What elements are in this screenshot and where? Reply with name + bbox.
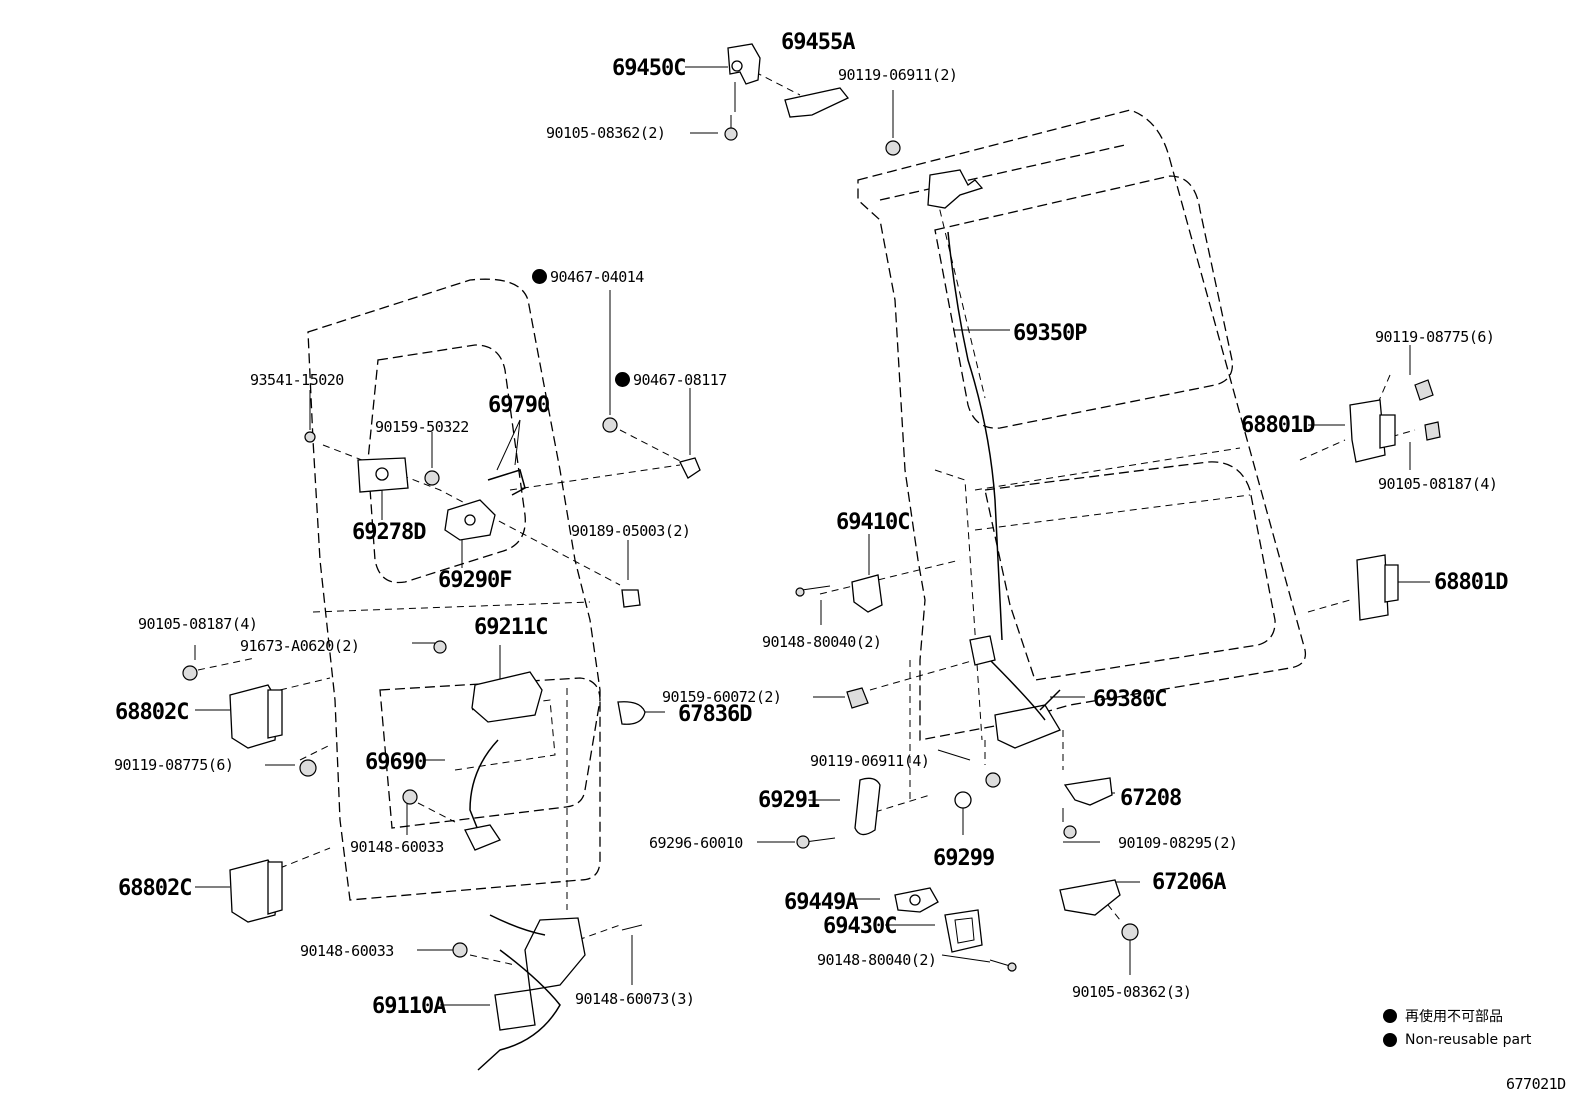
label-90105-08187-4-right: 90105-08187(4): [1378, 475, 1498, 493]
label-90105-08362-3: 90105-08362(3): [1072, 983, 1192, 1001]
label-90189-05003-2: 90189-05003(2): [571, 522, 691, 540]
legend-en-text: Non-reusable part: [1405, 1032, 1532, 1048]
label-90148-80040-2-lower: 90148-80040(2): [817, 951, 937, 969]
label-90109-08295-2: 90109-08295(2): [1118, 834, 1238, 852]
non-reusable-dot-icon: [1383, 1033, 1397, 1047]
non-reusable-dot-icon: [1383, 1009, 1397, 1023]
label-67836D: 67836D: [678, 702, 752, 727]
legend-en: Non-reusable part: [1383, 1032, 1531, 1048]
label-69790: 69790: [488, 393, 550, 418]
label-90119-06911-2: 90119-06911(2): [838, 66, 958, 84]
label-91673-A0620-2: 91673-A0620(2): [240, 637, 360, 655]
label-90119-08775-6-left: 90119-08775(6): [114, 756, 234, 774]
label-69211C: 69211C: [474, 615, 548, 640]
label-67206A: 67206A: [1152, 870, 1226, 895]
label-69110A: 69110A: [372, 994, 446, 1019]
label-93541-15020: 93541-15020: [250, 371, 344, 389]
label-90467-08117: 90467-08117: [615, 371, 727, 389]
label-90159-50322: 90159-50322: [375, 418, 469, 436]
label-69380C: 69380C: [1093, 687, 1167, 712]
label-69296-60010: 69296-60010: [649, 834, 743, 852]
label-69290F: 69290F: [438, 568, 512, 593]
label-90119-08775-6-right: 90119-08775(6): [1375, 328, 1495, 346]
label-90148-80040-2-upper: 90148-80040(2): [762, 633, 882, 651]
label-90148-60033-lower: 90148-60033: [300, 942, 394, 960]
label-90148-60073-3: 90148-60073(3): [575, 990, 695, 1008]
label-69455A: 69455A: [781, 30, 855, 55]
label-69350P: 69350P: [1013, 321, 1087, 346]
label-67208: 67208: [1120, 786, 1182, 811]
label-68801D-top: 68801D: [1241, 413, 1315, 438]
label-69410C: 69410C: [836, 510, 910, 535]
label-90105-08362-2: 90105-08362(2): [546, 124, 666, 142]
label-90159-60072-2: 90159-60072(2): [662, 688, 782, 706]
label-69291: 69291: [758, 788, 820, 813]
label-69449A: 69449A: [784, 890, 858, 915]
legend-jp-text: 再使用不可部品: [1405, 1009, 1503, 1025]
label-68801D-bottom: 68801D: [1434, 570, 1508, 595]
label-69690: 69690: [365, 750, 427, 775]
label-68802C-top: 68802C: [115, 700, 189, 725]
diagram-id: 677021D: [1506, 1075, 1566, 1093]
label-69278D: 69278D: [352, 520, 426, 545]
non-reusable-dot-icon: [532, 269, 547, 284]
label-68802C-bottom: 68802C: [118, 876, 192, 901]
label-90148-60033-upper: 90148-60033: [350, 838, 444, 856]
back-door-outline: [857, 109, 1307, 741]
label-69430C: 69430C: [823, 914, 897, 939]
parts: [182, 43, 1441, 1071]
label-90105-08187-4-left: 90105-08187(4): [138, 615, 258, 633]
label-69299: 69299: [933, 846, 995, 871]
label-69450C: 69450C: [612, 56, 686, 81]
leader-lines: [194, 66, 1430, 1006]
label-90467-04014: 90467-04014: [532, 268, 644, 286]
legend-jp: 再使用不可部品: [1383, 1006, 1503, 1026]
non-reusable-dot-icon: [615, 372, 630, 387]
label-90119-06911-4: 90119-06911(4): [810, 752, 930, 770]
